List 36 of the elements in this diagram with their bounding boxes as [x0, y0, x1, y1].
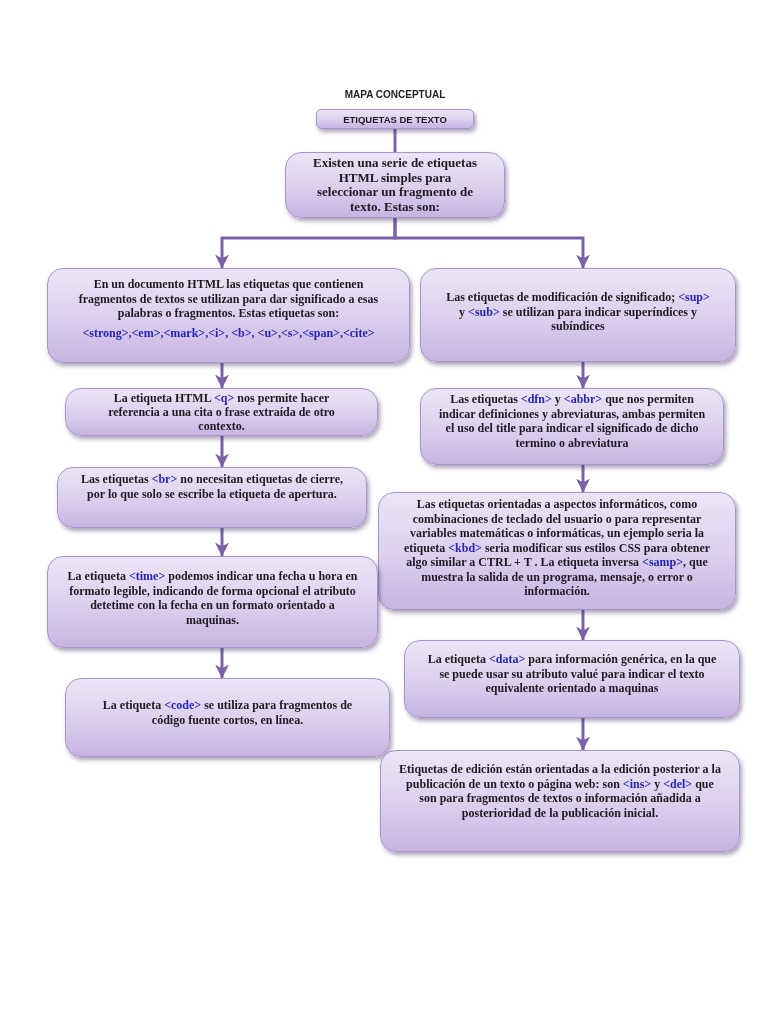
rounded-box [65, 678, 390, 757]
rounded-box [285, 152, 505, 218]
diagram-title: MAPA CONCEPTUAL [343, 89, 447, 101]
rounded-box [47, 556, 378, 648]
box-text: Las etiquetas de modificación de significado; <sup> y <sub> se utilizan para indicar superíndices y subíndices [445, 290, 711, 334]
rounded-box [47, 268, 410, 363]
box-text: En un documento HTML las etiquetas que contienen fragmentos de textos se utilizan para dar significado a esas palabras o fragmentos. Estas etiquetas son: [77, 277, 380, 321]
rounded-box [420, 388, 724, 465]
arrow [576, 718, 590, 751]
box-text: Las etiquetas <br> no necesitan etiquetas de cierre, por lo que solo se escribe la etiqueta de apertura. [80, 472, 344, 501]
rounded-box [380, 750, 740, 852]
rounded-box [57, 467, 367, 528]
box-text: La etiqueta <code> se utiliza para fragmentos de código fuente cortos, en línea. [101, 698, 354, 727]
arrow [576, 362, 590, 389]
box-text: Las etiquetas <dfn> y <abbr> que nos permiten indicar definiciones y abreviaturas, ambas permiten el uso del title para indicar el significado de dicho termino o abreviatura [438, 392, 706, 450]
box-text: Las etiquetas orientadas a aspectos informáticos, como combinaciones de teclado del usuario o para representar variables matemáticas o informáticas, un ejemplo seria la etiqueta <kbd> seria modificar sus estilos CSS para obtener algo similar a CTRL + T . La etiqueta inversa <samp>, que muestra la salida de un programa, mensaje, o error o información. [402, 497, 712, 599]
arrow [215, 528, 229, 557]
arrow [576, 465, 590, 493]
rounded-box [404, 640, 740, 718]
arrow [215, 436, 229, 468]
box-text: Etiquetas de edición están orientadas a la edición posterior a la publicación de un texto o página web: son <ins> y <del> que son para fragmentos de textos o información añadida a posterioridad de la publicación inicial. [398, 762, 722, 820]
arrow [215, 648, 229, 679]
rounded-box [420, 268, 736, 362]
arrow [576, 610, 590, 641]
box-text: La etiqueta <data> para información genérica, en la que se puede usar su atributo valué para indicar el texto equivalente orientado a maquinas [426, 652, 718, 696]
rounded-box [378, 492, 736, 610]
heading-box [316, 109, 474, 129]
arrow [393, 218, 590, 269]
rounded-box [65, 388, 378, 436]
box-text: La etiqueta HTML <q> nos permite hacer referencia a una cita o frase extraída de otro contexto. [107, 391, 336, 433]
box-heading: ETIQUETAS DE TEXTO [343, 114, 447, 125]
arrow [215, 363, 229, 389]
box-text: Existen una serie de etiquetas HTML simples para seleccionar un fragmento de texto. Estas son: [312, 156, 478, 214]
box-text: <strong>,<em>,<mark>,<i>, <b>, <u>,<s>,<span>,<cite> [82, 325, 375, 340]
box-text: La etiqueta <time> podemos indicar una fecha u hora en formato legible, indicando de forma opcional el atributo detetime con la fecha en un formato orientado a maquinas. [66, 569, 359, 627]
connector-line [393, 129, 397, 152]
